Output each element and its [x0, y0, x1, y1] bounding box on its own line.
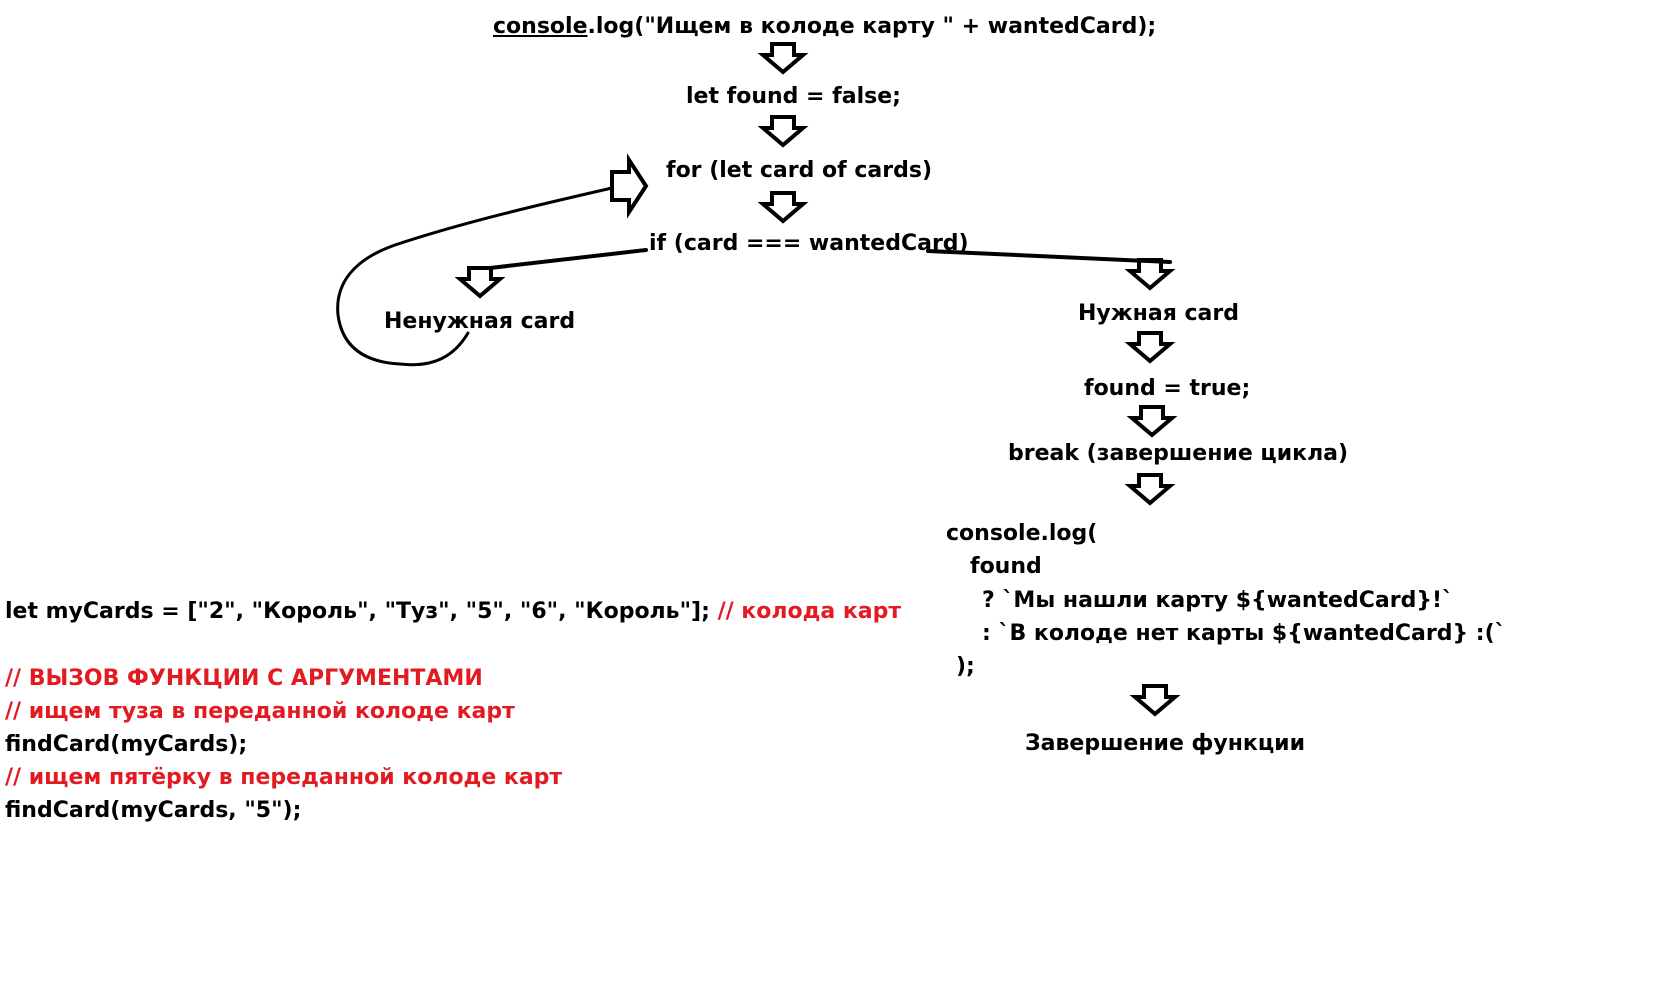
comment-call: // ВЫЗОВ ФУНКЦИИ С АРГУМЕНТАМИ — [5, 666, 483, 691]
comment-ace: // ищем туза в переданной колоде карт — [5, 699, 515, 724]
break-text: break (завершение цикла) — [1008, 441, 1349, 466]
down-arrow-icon — [458, 266, 502, 298]
loop-text: for (let card of cards) — [666, 158, 933, 183]
down-arrow-icon — [1133, 684, 1177, 716]
down-arrow-icon — [1128, 331, 1172, 363]
set-found-text: found = true; — [1084, 376, 1251, 401]
branch-yes-text: Нужная card — [1078, 301, 1239, 326]
code-declaration: let myCards = ["2", "Король", "Туз", "5"… — [5, 598, 901, 626]
down-arrow-icon — [1128, 473, 1172, 505]
log-line-4: : `В колоде нет карты ${wantedCard} :(` — [982, 621, 1506, 646]
log-line-1: console.log( — [946, 521, 1098, 546]
branch-line-right — [926, 249, 1172, 264]
log-line-3: ? `Мы нашли карту ${wantedCard}!` — [982, 588, 1454, 613]
right-arrow-icon — [610, 153, 649, 219]
condition-text: if (card === wantedCard) — [649, 231, 969, 256]
loop-back-curve — [336, 186, 614, 367]
log-line-2: found — [970, 554, 1042, 579]
down-arrow-icon — [761, 42, 805, 74]
end-text: Завершение функции — [1025, 731, 1305, 756]
log-start-text: console.log("Ищем в колоде карту " + wan… — [493, 13, 1156, 41]
down-arrow-icon — [761, 191, 805, 223]
down-arrow-icon — [761, 115, 805, 147]
comment-five: // ищем пятёрку в переданной колоде карт — [5, 765, 563, 790]
declaration-comment: // колода карт — [717, 599, 902, 624]
call-one: findCard(myCards); — [5, 732, 248, 757]
found-init-text: let found = false; — [686, 84, 901, 109]
branch-line-left — [488, 248, 648, 270]
console-object: console — [493, 14, 588, 39]
log-line-5: ); — [956, 654, 975, 679]
branch-no-text: Ненужная card — [384, 309, 576, 334]
declaration-code: let myCards = ["2", "Король", "Туз", "5"… — [5, 599, 710, 624]
call-two: findCard(myCards, "5"); — [5, 798, 302, 823]
down-arrow-icon — [1130, 405, 1174, 437]
log-call: .log("Ищем в колоде карту " + wantedCard… — [587, 14, 1157, 39]
down-arrow-icon — [1128, 258, 1172, 290]
